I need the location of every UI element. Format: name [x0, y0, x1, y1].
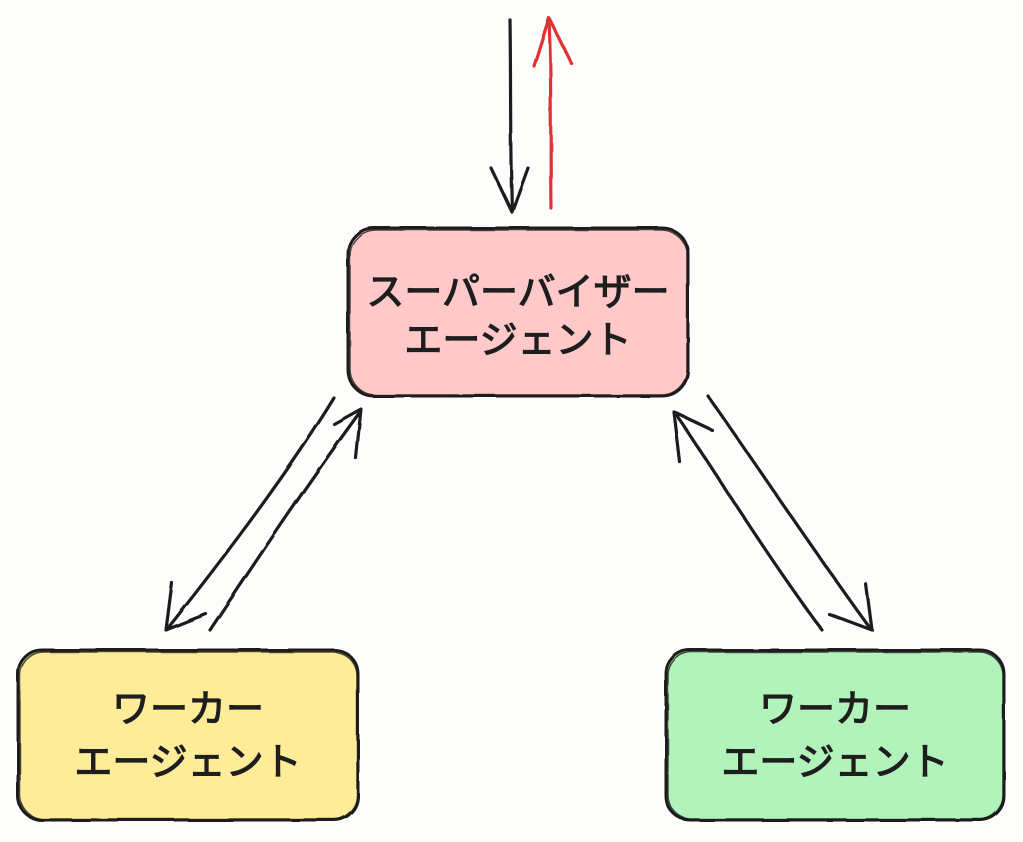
supervisor-agent-label-line2: エージェント	[404, 318, 631, 362]
supervisor-agent-box	[348, 228, 688, 396]
right-worker-agent-node: ワーカー エージェント	[664, 648, 1006, 822]
right-worker-agent-label-line2: エージェント	[721, 740, 948, 784]
right-worker-agent-box	[666, 650, 1004, 820]
arrow-left-worker-to-supervisor	[208, 407, 363, 632]
left-worker-agent-box	[18, 650, 358, 820]
right-worker-agent-label-line1: ワーカー	[759, 687, 911, 731]
arrow-supervisor-to-left-worker	[164, 396, 336, 632]
arrow-right-worker-to-supervisor	[672, 410, 824, 632]
left-worker-agent-label-line2: エージェント	[74, 740, 301, 784]
left-worker-agent-node: ワーカー エージェント	[16, 648, 360, 822]
output-arrow	[532, 16, 574, 210]
left-worker-agent-label-line1: ワーカー	[112, 687, 264, 731]
supervisor-agent-label-line1: スーパーバイザー	[366, 270, 669, 314]
input-arrow	[489, 18, 530, 214]
supervisor-agent-node: スーパーバイザー エージェント	[346, 226, 690, 398]
arrow-supervisor-to-right-worker	[706, 394, 874, 632]
